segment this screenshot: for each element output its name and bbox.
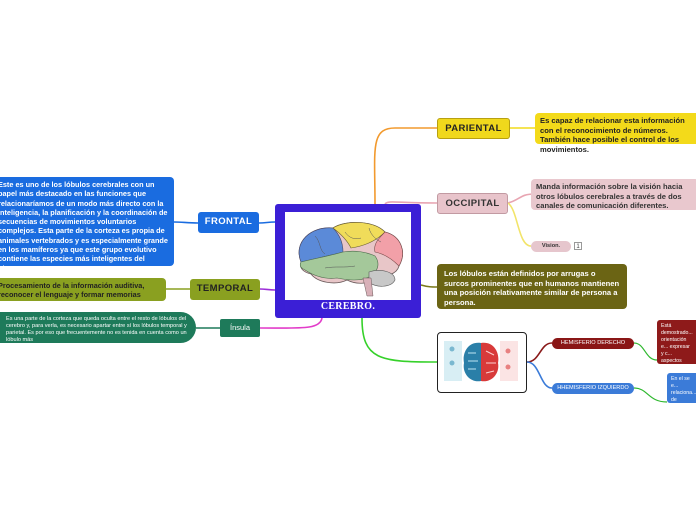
vision-count-badge[interactable]: 1: [574, 242, 582, 250]
vision-node[interactable]: Vision.: [531, 241, 571, 252]
left-hemisphere-node[interactable]: HHEMISFERIO IZQUIERDO: [552, 383, 634, 394]
occipital-node[interactable]: OCCIPITAL: [437, 193, 508, 214]
parietal-node[interactable]: PARIENTAL: [437, 118, 510, 139]
left-hemisphere-description[interactable]: En el se e... relaciona... de Broca... l…: [667, 373, 696, 403]
insula-node[interactable]: Ínsula: [220, 319, 260, 337]
brain-illustration: [285, 212, 411, 300]
hemispheres-image-node[interactable]: [437, 332, 527, 393]
occipital-description[interactable]: Manda información sobre la visión hacia …: [531, 179, 696, 210]
lobes-note[interactable]: Los lóbulos están definidos por arrugas …: [437, 264, 627, 309]
right-hemisphere-description[interactable]: Está demostrado... orientación e... expr…: [657, 320, 696, 364]
hemispheres-brain-icon: [444, 341, 518, 382]
parietal-description[interactable]: Es capaz de relacionar esta información …: [535, 113, 696, 154]
frontal-node[interactable]: FRONTAL: [198, 212, 259, 233]
central-topic-title: CEREBRO.: [320, 301, 376, 312]
temporal-node[interactable]: TEMPORAL: [190, 279, 260, 300]
insula-description[interactable]: Es una parte de la corteza que queda ocu…: [0, 312, 196, 343]
central-topic[interactable]: CEREBRO.: [275, 204, 421, 318]
temporal-description[interactable]: Procesamiento de la información auditiva…: [0, 278, 166, 301]
right-hemisphere-node[interactable]: HEMISFERIO DERECHO: [552, 338, 634, 349]
frontal-description[interactable]: Este es uno de los lóbulos cerebrales co…: [0, 177, 174, 273]
